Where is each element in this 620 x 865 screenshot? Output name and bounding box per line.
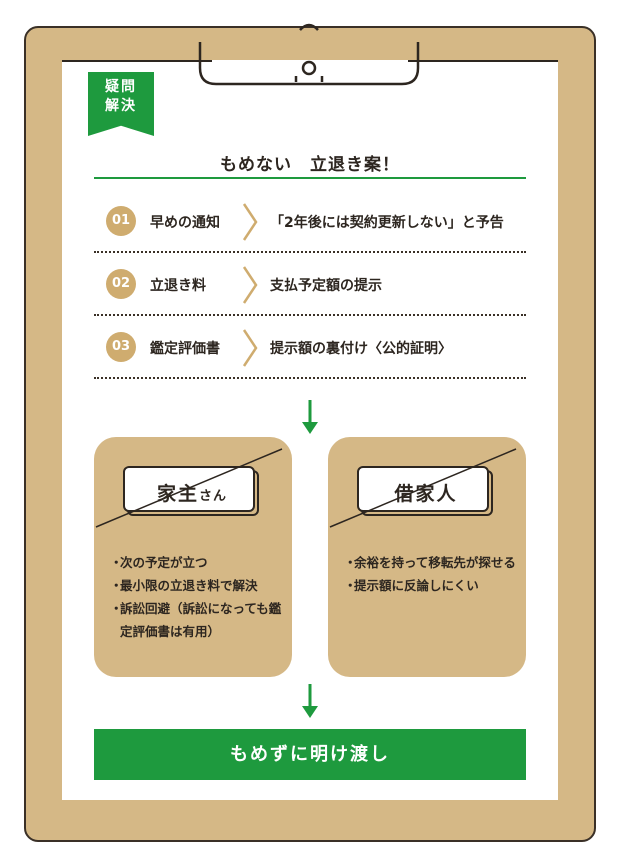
card-title: 家主さん <box>156 483 228 505</box>
tenant-card: 借家人 ・余裕を持って移転先が探せる ・提示額に反論しにくい <box>328 437 526 677</box>
list-item: ・次の予定が立つ <box>110 555 208 570</box>
step-number-badge: 02 <box>106 269 136 299</box>
result-banner: もめずに明け渡し <box>94 729 526 780</box>
list-item: ・提示額に反論しにくい <box>344 578 479 593</box>
category-tag: 疑問 解決 <box>88 72 154 136</box>
list-item: ・最小限の立退き料で解決 <box>110 578 258 593</box>
arrow-down-icon <box>302 400 318 434</box>
card-heading-box: 借家人 <box>329 448 517 528</box>
step-description: 「2年後には契約更新しない」と予告 <box>270 215 504 231</box>
chevron-right-icon <box>242 266 258 304</box>
chevron-right-icon <box>242 329 258 367</box>
list-item: ・余裕を持って移転先が探せる <box>344 555 516 570</box>
step-row: 03 鑑定評価書 提示額の裏付け〈公的証明〉 <box>94 316 526 379</box>
step-row: 02 立退き料 支払予定額の提示 <box>94 253 526 316</box>
title-divider <box>94 177 526 179</box>
heading-frame <box>95 448 283 528</box>
step-description: 支払予定額の提示 <box>270 278 382 294</box>
step-list: 01 早めの通知 「2年後には契約更新しない」と予告 02 立退き料 支払予定額… <box>94 190 526 379</box>
page-title: もめない 立退き案！ <box>220 155 400 175</box>
chevron-right-icon <box>242 203 258 241</box>
paper-edge-left <box>62 60 212 62</box>
step-row: 01 早めの通知 「2年後には契約更新しない」と予告 <box>94 190 526 253</box>
landlord-card: 家主さん ・次の予定が立つ ・最小限の立退き料で解決 ・訴訟回避（訴訟になっても… <box>94 437 292 677</box>
step-label: 鑑定評価書 <box>150 341 220 357</box>
category-tag-label: 疑問 解決 <box>105 79 137 114</box>
step-label: 早めの通知 <box>150 215 220 231</box>
card-heading-box: 家主さん <box>95 448 283 528</box>
benefit-list: ・次の予定が立つ ・最小限の立退き料で解決 ・訴訟回避（訴訟になっても鑑定評価書… <box>110 551 286 643</box>
heading-frame <box>329 448 517 528</box>
clip-icon <box>198 23 420 86</box>
dotted-divider <box>94 377 526 379</box>
dotted-divider <box>94 251 526 253</box>
step-number-badge: 03 <box>106 332 136 362</box>
card-title: 借家人 <box>394 483 458 505</box>
step-label: 立退き料 <box>150 278 206 294</box>
benefit-list: ・余裕を持って移転先が探せる ・提示額に反論しにくい <box>344 551 520 597</box>
step-number-badge: 01 <box>106 206 136 236</box>
paper-edge-right <box>408 60 558 62</box>
dotted-divider <box>94 314 526 316</box>
step-description: 提示額の裏付け〈公的証明〉 <box>270 341 452 357</box>
arrow-down-icon <box>302 684 318 718</box>
list-item: ・訴訟回避（訴訟になっても鑑定評価書は有用） <box>110 601 282 639</box>
